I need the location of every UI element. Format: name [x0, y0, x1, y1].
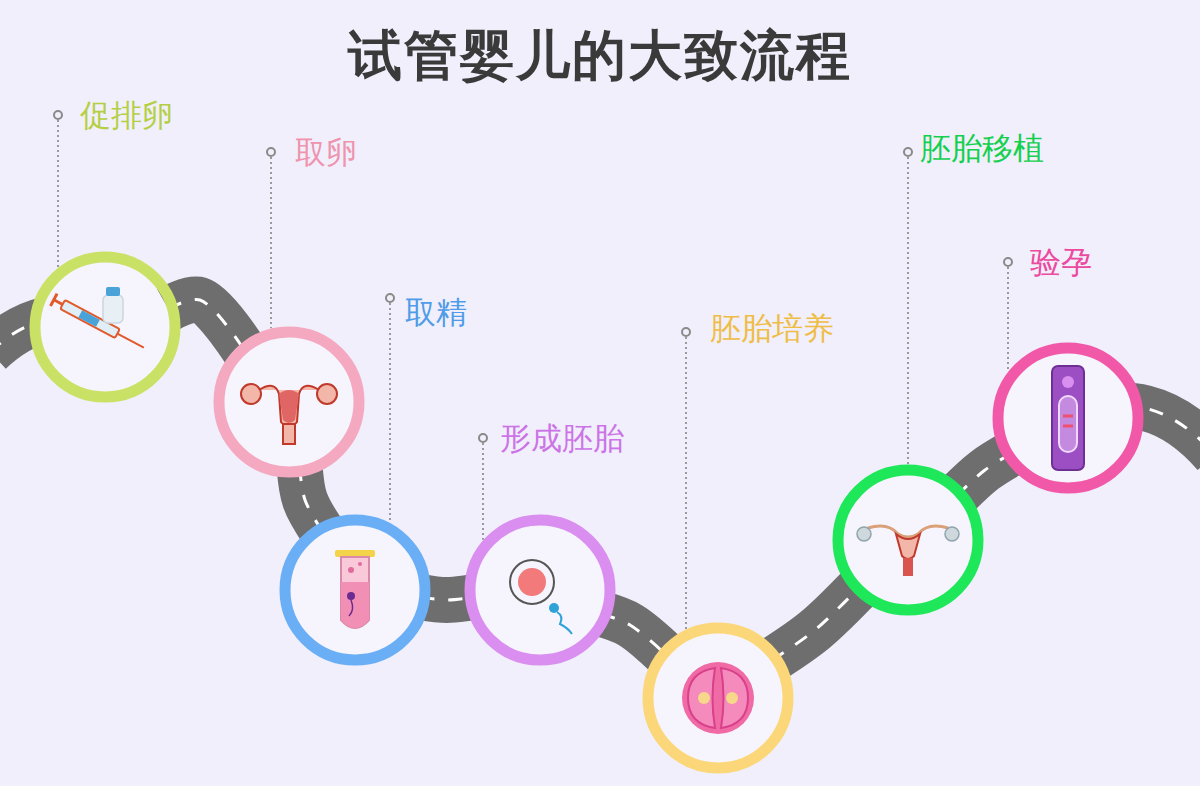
- step-circle: 形成胚胎: [460, 510, 620, 670]
- uterus-icon: [241, 384, 337, 444]
- circle-outline: [25, 247, 185, 407]
- step-circle: 胚胎培养: [638, 618, 798, 778]
- step-label: 促排卵: [80, 96, 173, 134]
- road-segment: [772, 586, 861, 660]
- circle-outline: [638, 618, 798, 778]
- step-circle: 促排卵: [25, 247, 185, 407]
- circle-fills: [39, 261, 1134, 764]
- step-circle: 取卵: [209, 322, 369, 482]
- circle-outline: [209, 322, 369, 482]
- pregnancy-test-icon: [1052, 366, 1084, 470]
- road-segment: [957, 453, 1012, 496]
- circle-outline: [828, 460, 988, 620]
- leader-lines: [54, 111, 1012, 629]
- step-circle: 验孕: [988, 338, 1148, 498]
- circle-outline: [275, 510, 435, 670]
- step-label: 胚胎培养: [710, 309, 834, 347]
- road-segment: [300, 467, 323, 532]
- step-label: 胚胎移植: [920, 129, 1044, 167]
- step-label: 验孕: [1030, 243, 1092, 281]
- egg-sperm-icon: [510, 560, 572, 634]
- step-label: 取卵: [295, 133, 357, 171]
- step-circle: 取精: [275, 510, 435, 670]
- step-label: 形成胚胎: [500, 419, 624, 457]
- embryo-icon: [682, 662, 754, 734]
- uterus-icon: [857, 526, 959, 576]
- step-label: 取精: [405, 293, 467, 331]
- syringe-icon: [51, 287, 148, 354]
- diagram-title: 试管婴儿的大致流程: [0, 20, 1200, 93]
- test-tube-icon: [335, 550, 375, 628]
- circle-outline: [460, 510, 620, 670]
- step-circle: 胚胎移植: [828, 460, 988, 620]
- circle-outline: [988, 338, 1148, 498]
- road-segment: [602, 614, 668, 656]
